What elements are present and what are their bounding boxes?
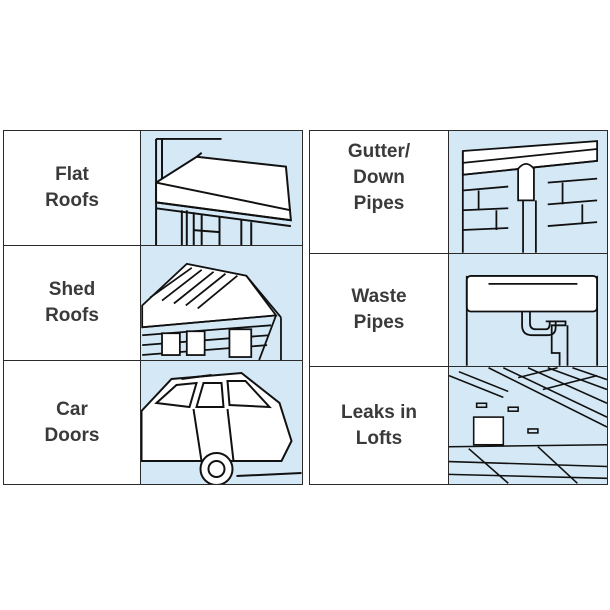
right-category-panel: Gutter/ Down Pipes Waste Pipes: [309, 130, 608, 485]
flat-roof-icon: [141, 131, 302, 245]
category-label-cell: Shed Roofs: [4, 246, 141, 360]
shed-roof-icon: [141, 246, 302, 360]
category-label: Shed Roofs: [45, 279, 99, 326]
car-doors-icon: [141, 361, 302, 484]
category-label-cell: Flat Roofs: [4, 131, 141, 245]
category-label-cell: Leaks in Lofts: [310, 367, 449, 484]
category-row-flat-roofs: Flat Roofs: [4, 131, 302, 246]
category-row-car-doors: Car Doors: [4, 361, 302, 484]
category-row-shed-roofs: Shed Roofs: [4, 246, 302, 361]
category-label: Waste Pipes: [351, 286, 407, 333]
category-label: Car Doors: [44, 398, 100, 446]
category-label: Flat Roofs: [45, 164, 99, 211]
category-label: Gutter/ Down Pipes: [347, 141, 411, 214]
category-label-cell: Waste Pipes: [310, 254, 449, 366]
category-row-leaks-in-lofts: Leaks in Lofts: [310, 367, 607, 484]
loft-leak-icon: [449, 367, 607, 484]
category-label: Leaks in Lofts: [340, 401, 418, 449]
category-row-waste-pipes: Waste Pipes: [310, 254, 607, 367]
waste-pipe-icon: [449, 254, 607, 366]
category-label-cell: Car Doors: [4, 361, 141, 484]
category-label-cell: Gutter/ Down Pipes: [310, 131, 449, 253]
gutter-downpipe-icon: [449, 131, 607, 253]
left-category-panel: Flat Roofs: [3, 130, 303, 485]
category-row-gutter-down-pipes: Gutter/ Down Pipes: [310, 131, 607, 254]
